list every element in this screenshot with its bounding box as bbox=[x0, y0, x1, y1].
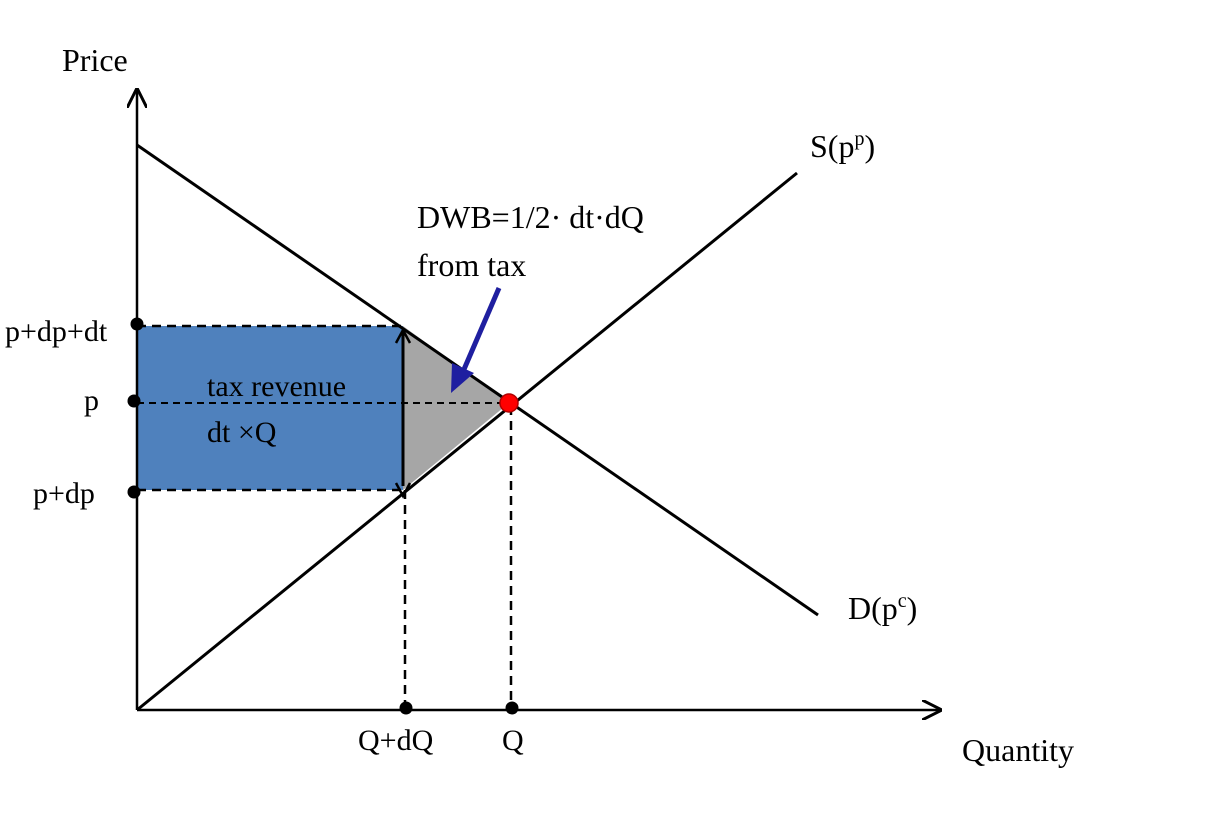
tax-wedge-arrowhead-bottom bbox=[394, 482, 412, 499]
middle-price-label: p bbox=[84, 384, 99, 417]
upper-price-dot bbox=[130, 317, 144, 331]
dwb-formula-label: DWB=1/2· dt·dQ bbox=[417, 199, 644, 235]
demand-curve-label: D(pc) bbox=[848, 590, 917, 626]
tax-wedge-arrowhead-top bbox=[394, 327, 412, 344]
dwb-pointer-arrow bbox=[459, 287, 502, 375]
tax-revenue-area bbox=[137, 326, 403, 490]
lower-price-dot bbox=[127, 485, 141, 499]
dwb-from-tax-label: from tax bbox=[417, 247, 526, 283]
y-axis-label: Price bbox=[62, 42, 128, 78]
lower-price-label: p+dp bbox=[33, 477, 95, 510]
taxed-quantity-dot bbox=[399, 701, 413, 715]
equilibrium-point bbox=[499, 393, 519, 413]
x-axis-label: Quantity bbox=[962, 732, 1074, 768]
tax-revenue-label: tax revenue bbox=[207, 370, 346, 403]
untaxed-quantity-label: Q bbox=[502, 724, 524, 757]
middle-price-dot bbox=[127, 394, 141, 408]
supply-curve bbox=[136, 171, 798, 712]
dwb-pointer-arrowhead bbox=[451, 363, 474, 393]
demand-curve bbox=[136, 143, 819, 617]
supply-curve-label: S(pp) bbox=[810, 128, 875, 164]
deadweight-burden-triangle bbox=[403, 326, 509, 490]
upper-price-label: p+dp+dt bbox=[5, 315, 108, 348]
tax-revenue-formula-label: dt ×Q bbox=[207, 416, 277, 449]
taxed-quantity-label: Q+dQ bbox=[358, 724, 434, 757]
untaxed-quantity-dot bbox=[505, 701, 519, 715]
